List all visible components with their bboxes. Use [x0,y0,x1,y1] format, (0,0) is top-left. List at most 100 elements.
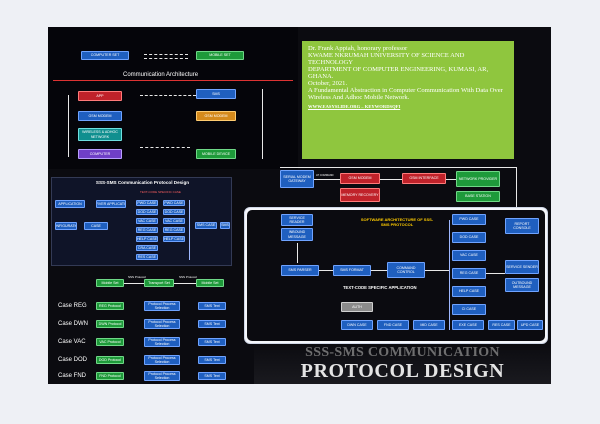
banner-line-1: SSS-SMS COMMUNICATION [305,345,500,360]
bus-line [189,200,190,260]
protocol-chip: REG Protocol [96,302,124,310]
link-line [174,283,196,284]
sms-text-chip: SMS Text [198,302,226,310]
case-item: VAC CASE [136,218,158,224]
mobile-set-chip: Mobile Set [96,279,124,287]
report-console-box: REPORT CONSOLE [505,218,539,234]
protocol-chip: FND Protocol [96,372,124,380]
computer-set-box: COMPUTER SET [81,51,129,60]
protocol-chip: VAC Protocol [96,338,124,346]
bottom-case: MID CASE [413,320,445,330]
case-box-right: HELP CASE [452,286,486,297]
memory-recovery-box: MEMORY RECOVERY [340,188,380,202]
software-architecture-panel: SERVICE READER INBOUND MESSAGE SOFTWARE … [244,207,548,344]
source-link[interactable]: WWW.EASYSLIDE.ORG – KEYWORDSQFI [308,104,401,110]
outbound-message-box: OUTBOUND MESSAGE [505,278,539,292]
link-line [380,179,402,180]
sms-text-chip: SMS Text [198,372,226,380]
link-line [314,179,340,180]
transport-set-chip: Transport Set [144,279,174,287]
serial-modem-gateway-box: SERIAL MODEM GATEWAY [280,170,314,188]
sms-box: SMS [196,89,236,99]
selection-chip: Protocol Process Selection [144,371,180,381]
auth-box: AUTH [341,302,373,312]
title-banner: SSS-SMS COMMUNICATION PROTOCOL DESIGN [254,344,551,384]
at-command-note: AT COMMAND [316,174,334,177]
server-application-box: SERVER APPLICATION [96,200,126,208]
mobile-device-box: MOBILE DEVICE [196,149,236,159]
protocol-chip: DOD Protocol [96,356,124,364]
info-line: KWAME NKRUMAH UNIVERSITY OF SCIENCE AND … [308,52,465,67]
case-item: DOD CASE [163,209,185,215]
mobile-set-chip: Mobile Set [196,279,224,287]
case-box-right: DOD CASE [452,232,486,243]
protocol-note: SSS Protocol [128,275,146,279]
software-architecture-title: SOFTWARE ARCHITECTURE OF SSS-SMS PROTOCO… [360,217,434,228]
sms-format-box: SMS FORMAT [333,265,371,276]
case-box-right: REG CASE [452,268,486,279]
case-label: Case DWN [58,321,89,327]
gsm-modem-right-box: GSM MODEM [196,111,236,121]
inbound-message-box: INBOUND MESSAGE [281,228,313,241]
dashed-link [144,58,188,59]
protocol-chip: DWN Protocol [96,320,124,328]
configuration-box: CONFIGURATION [55,222,77,230]
case-box: CASE [84,222,108,230]
case-label: Case VAC [58,339,86,345]
title-rule [53,80,293,82]
computer-box: COMPUTER [78,149,122,159]
architecture-title: Communication Architecture [123,72,199,78]
protocol-design-panel: SSS-SMS Communication Protocol Design TE… [51,177,232,266]
command-control-box: COMMAND CONTROL [387,262,425,278]
app-box: APP [78,91,122,101]
gsm-modem-red-box: GSM MODEM [340,173,380,184]
case-item: PWD CASE [163,200,185,206]
case-bus-line [449,220,450,330]
bottom-case: RES CASE [488,320,515,330]
bottom-case: UPD CASE [517,320,543,330]
case-label: Case FND [58,373,87,379]
slide: COMPUTER SET MOBILE SET Communication Ar… [48,27,551,384]
case-item: CRA CASE [136,245,158,251]
case-item: REG CASE [136,227,158,233]
sms-case-box: SMS CASE [195,222,217,229]
network-provider-box: NETWORK PROVIDER [456,171,500,187]
dashed-link [140,147,190,148]
service-reader-box: SERVICE READER [281,214,313,226]
gsm-interface-box: GSM INTERFACE [402,173,446,184]
case-item: DOD CASE [136,209,158,215]
protocol-subtitle: TEXT-CODE SPECIFIC CASE [140,190,181,194]
text-code-label: TEXT-CODE SPECIFIC APPLICATION [343,285,417,290]
case-item: RES CASE [136,254,158,260]
selection-chip: Protocol Process Selection [144,355,180,365]
flow-line [486,273,505,274]
selection-chip: Protocol Process Selection [144,301,180,311]
selection-chip: Protocol Process Selection [144,337,180,347]
link-line [516,167,517,207]
case-item: PWD CASE [136,200,158,206]
link-line [446,179,456,180]
flow-line [319,270,333,271]
wireless-network-box: WIRELESS & ADHOC NETWORK [78,128,122,141]
application-box: APPLICATION [55,200,85,208]
info-line: A Fundamental Abstraction in Computer Co… [308,87,503,102]
dashed-link [140,95,196,96]
gsm-modem-box: GSM MODEM [78,111,122,121]
author-info-card: Dr. Frank Appiah, honorary professor KWA… [302,41,514,159]
communication-architecture-panel: COMPUTER SET MOBILE SET Communication Ar… [48,27,298,169]
case-box-right: CI CASE [452,304,486,315]
sms-parser-box: SMS PARSER [281,265,319,276]
case-item: VAC CASE [163,218,185,224]
software-architecture-inner: SERVICE READER INBOUND MESSAGE SOFTWARE … [247,210,545,341]
banner-line-2: PROTOCOL DESIGN [300,360,505,382]
flow-line [297,243,298,263]
service-sender-box: SERVICE SENDER [505,260,539,274]
case-item: HELP CASE [163,236,185,242]
selection-chip: Protocol Process Selection [144,319,180,329]
case-box-right: VAC CASE [452,250,486,261]
bottom-case: EXE CASE [452,320,484,330]
info-line: DEPARTMENT OF COMPUTER ENGINEERING, KUMA… [308,66,489,81]
protocol-panel-title: SSS-SMS Communication Protocol Design [95,180,190,185]
right-arrow-line [262,89,263,159]
flow-line [425,270,449,271]
